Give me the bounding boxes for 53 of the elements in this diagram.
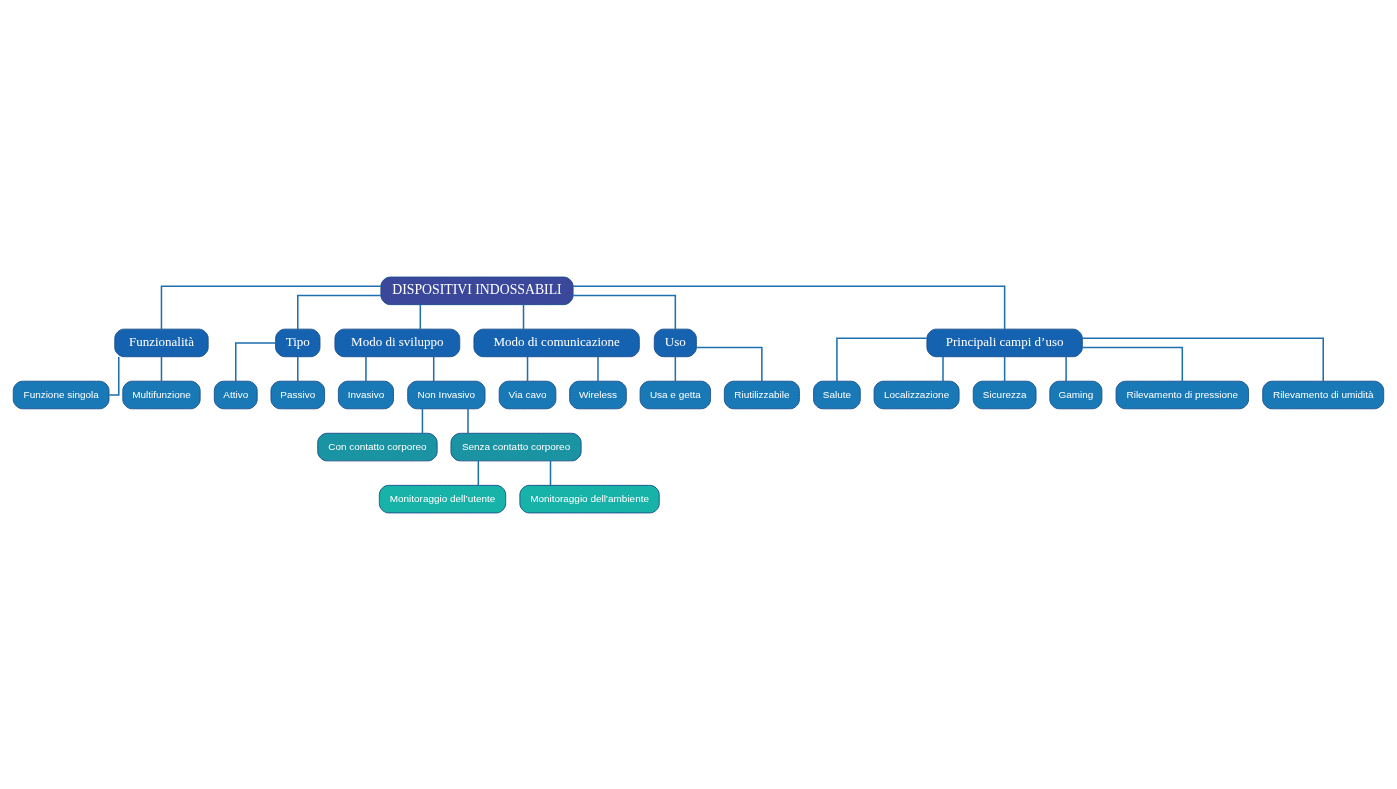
node-box: Wireless — [569, 380, 627, 409]
node-box: Invasivo — [337, 380, 394, 409]
connector — [432, 355, 435, 382]
node-box: Rilevamento di pressione — [1115, 380, 1249, 409]
connector — [477, 459, 480, 486]
node-box: Uso — [653, 328, 697, 357]
connector — [108, 355, 120, 396]
node-box: Monitoraggio dell’ambiente — [519, 484, 660, 513]
node-box: Modo di comunicazione — [473, 328, 640, 357]
node-box: Modo di sviluppo — [334, 328, 461, 357]
node-box: Tipo — [275, 328, 321, 357]
connector — [942, 355, 944, 382]
node-box: Funzionalità — [114, 328, 209, 357]
node-box: DISPOSITIVI INDOSSABILI — [380, 276, 574, 305]
node-box: Monitoraggio dell’utente — [378, 484, 507, 513]
connector — [522, 303, 525, 330]
connector — [674, 355, 677, 382]
node-box: Riutilizzabile — [723, 380, 800, 409]
node-box: Localizzazione — [873, 380, 960, 409]
connector — [572, 285, 1006, 330]
node-box: Con contatto corporeo — [317, 432, 438, 461]
connector — [297, 355, 299, 382]
connector — [1081, 346, 1184, 382]
connector — [1081, 337, 1324, 382]
connector — [526, 355, 529, 382]
node-box: Via cavo — [498, 380, 557, 409]
node-box: Passivo — [270, 380, 326, 409]
node-box: Salute — [813, 380, 861, 409]
connector — [419, 303, 422, 330]
node-box: Multifunzione — [122, 380, 201, 409]
connector — [572, 294, 677, 330]
connector — [1003, 355, 1006, 382]
connector — [235, 341, 277, 382]
node-box: Senza contatto corporeo — [450, 432, 582, 461]
connector — [1065, 355, 1067, 382]
node-box: Funzione singola — [12, 380, 110, 409]
node-box: Gaming — [1049, 380, 1103, 409]
connector — [549, 459, 552, 486]
connector — [695, 346, 763, 382]
connector — [421, 407, 424, 434]
node-box: Attivo — [213, 380, 258, 409]
connector — [160, 285, 382, 330]
connector — [365, 355, 367, 382]
connector — [160, 355, 163, 382]
node-box: Principali campi d’uso — [926, 328, 1083, 357]
node-box: Usa e getta — [639, 380, 711, 409]
node-box: Non Invasivo — [407, 380, 486, 409]
connector — [297, 294, 382, 330]
connector — [467, 407, 469, 434]
connector — [597, 355, 599, 382]
node-box: Rilevamento di umidità — [1262, 380, 1385, 409]
connector — [836, 337, 928, 382]
node-box: Sicurezza — [972, 380, 1037, 409]
